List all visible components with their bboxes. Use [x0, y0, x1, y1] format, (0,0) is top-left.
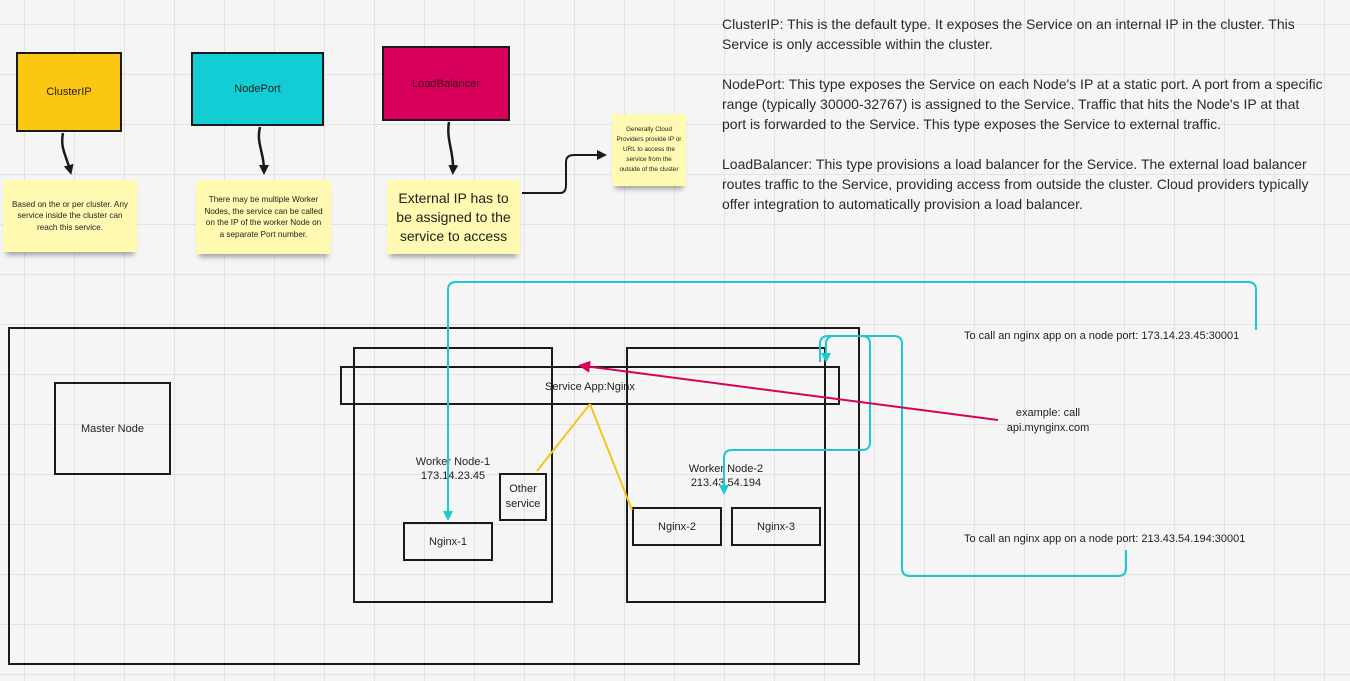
master-node: Master Node [54, 382, 171, 475]
clusterip-box: ClusterIP [16, 52, 122, 132]
loadbalancer-label: LoadBalancer [412, 77, 480, 90]
service-type-descriptions: ClusterIP: This is the default type. It … [722, 14, 1327, 234]
nodeport-note-text: There may be multiple Worker Nodes, the … [204, 195, 323, 239]
cloud-note-text: Generally Cloud Providers provide IP or … [616, 126, 682, 173]
worker-node-2-name: Worker Node-2 [688, 463, 764, 475]
clusterip-description: ClusterIP: This is the default type. It … [722, 16, 1295, 52]
service-app-box: Service App:Nginx [340, 366, 840, 405]
nodeport-arrow [257, 126, 269, 175]
clusterip-note: Based on the or per cluster. Any service… [3, 180, 137, 252]
loadbalancer-note-text: External IP has to be assigned to the se… [396, 189, 511, 244]
worker-node-2-label: Worker Node-2 213.43.54.194 [666, 462, 786, 490]
nginx-2-label: Nginx-2 [658, 520, 696, 533]
master-node-label: Master Node [81, 422, 144, 435]
nodeport-note: There may be multiple Worker Nodes, the … [196, 180, 331, 254]
loadbalancer-description: LoadBalancer: This type provisions a loa… [722, 156, 1309, 212]
cloud-connector [522, 150, 607, 194]
worker-node-1-name: Worker Node-1 [415, 456, 491, 468]
loadbalancer-note: External IP has to be assigned to the se… [387, 180, 520, 254]
service-app-label: Service App:Nginx [545, 381, 635, 393]
clusterip-note-text: Based on the or per cluster. Any service… [11, 199, 129, 232]
nginx-1-label: Nginx-1 [429, 535, 467, 548]
example-call-annotation: example: call api.mynginx.com [1006, 407, 1090, 434]
nginx-3-box: Nginx-3 [731, 507, 821, 546]
other-service-box: Other service [499, 473, 547, 521]
nginx-3-label: Nginx-3 [757, 520, 795, 533]
nginx-1-box: Nginx-1 [403, 522, 493, 561]
loadbalancer-box: LoadBalancer [382, 46, 510, 121]
clusterip-label: ClusterIP [46, 86, 92, 98]
loadbalancer-arrow [447, 121, 459, 175]
worker-node-2-ip: 213.43.54.194 [690, 477, 762, 489]
nodeport-box: NodePort [191, 52, 324, 126]
worker-node-1-ip: 173.14.23.45 [420, 470, 486, 482]
node-port-2-annotation: To call an nginx app on a node port: 213… [964, 533, 1246, 545]
nodeport-description: NodePort: This type exposes the Service … [722, 76, 1323, 132]
node-port-1-annotation: To call an nginx app on a node port: 173… [964, 330, 1240, 342]
clusterip-arrow [61, 132, 74, 175]
worker-node-1-label: Worker Node-1 173.14.23.45 [393, 455, 513, 483]
nodeport-label: NodePort [234, 83, 281, 95]
other-service-label: Other service [505, 483, 541, 510]
nginx-2-box: Nginx-2 [632, 507, 722, 546]
cloud-note: Generally Cloud Providers provide IP or … [612, 114, 686, 186]
